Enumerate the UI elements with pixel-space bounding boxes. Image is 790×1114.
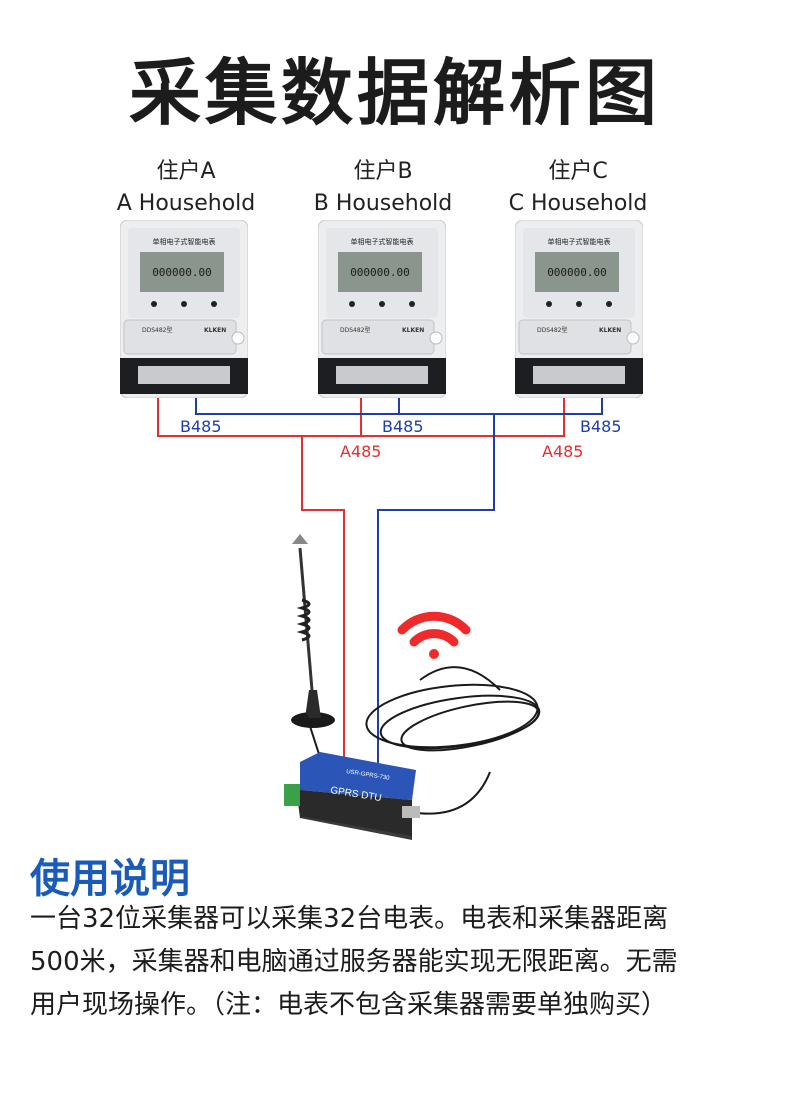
instructions-text: 一台32位采集器可以采集32台电表。电表和采集器距离 500米，采集器和电脑通过… (30, 898, 770, 1027)
a485-label-right: A485 (542, 442, 584, 461)
page-title: 采集数据解析图 (128, 51, 661, 135)
svg-text:DDS482型: DDS482型 (340, 326, 371, 334)
household-a-en: A Household (116, 191, 256, 216)
instructions-title: 使用说明 (30, 856, 190, 902)
household-b-cn: 住户B (353, 159, 413, 184)
a485-wires (157, 398, 565, 772)
a485-label-left: A485 (340, 442, 382, 461)
household-c-label: 住户C C Household (478, 156, 678, 220)
household-a-label: 住户A A Household (86, 156, 286, 220)
cable-coil (365, 666, 541, 815)
svg-text:KLKEN: KLKEN (599, 327, 621, 334)
household-c-en: C Household (508, 191, 648, 216)
svg-text:DDS482型: DDS482型 (142, 326, 173, 334)
svg-text:KLKEN: KLKEN (402, 327, 424, 334)
household-b-label: 住户B B Household (283, 156, 483, 220)
instructions-line-1: 一台32位采集器可以采集32台电表。电表和采集器距离 (30, 904, 669, 934)
instructions-line-2: 500米，采集器和电脑通过服务器能实现无限距离。无需 (30, 947, 678, 977)
household-b-en: B Household (313, 191, 453, 216)
svg-text:单相电子式智能电表: 单相电子式智能电表 (351, 237, 414, 246)
b485-label-b: B485 (382, 417, 424, 436)
svg-text:000000.00: 000000.00 (547, 266, 607, 279)
antenna-icon (291, 534, 335, 789)
meter-b: 单相电子式智能电表 000000.00 DDS482型 KLKEN (318, 220, 446, 398)
wireless-signal-icon (397, 611, 471, 659)
household-c-cn: 住户C (548, 159, 608, 184)
svg-text:KLKEN: KLKEN (204, 327, 226, 334)
svg-text:单相电子式智能电表: 单相电子式智能电表 (153, 237, 216, 246)
svg-text:000000.00: 000000.00 (152, 266, 212, 279)
gprs-dtu-device: GPRS DTU USR-GPRS-730 (284, 752, 420, 840)
meter-c: 单相电子式智能电表 000000.00 DDS482型 KLKEN (515, 220, 643, 398)
meter-a: 单相电子式智能电表 000000.00 DDS482型 KLKEN (120, 220, 248, 398)
instructions-line-3: 用户现场操作。（注：电表不包含采集器需要单独购买） (30, 990, 668, 1020)
b485-wires (195, 398, 603, 772)
svg-text:单相电子式智能电表: 单相电子式智能电表 (548, 237, 611, 246)
household-a-cn: 住户A (156, 159, 216, 184)
svg-text:DDS482型: DDS482型 (537, 326, 568, 334)
svg-text:000000.00: 000000.00 (350, 266, 410, 279)
b485-label-a: B485 (180, 417, 222, 436)
b485-label-c: B485 (580, 417, 622, 436)
